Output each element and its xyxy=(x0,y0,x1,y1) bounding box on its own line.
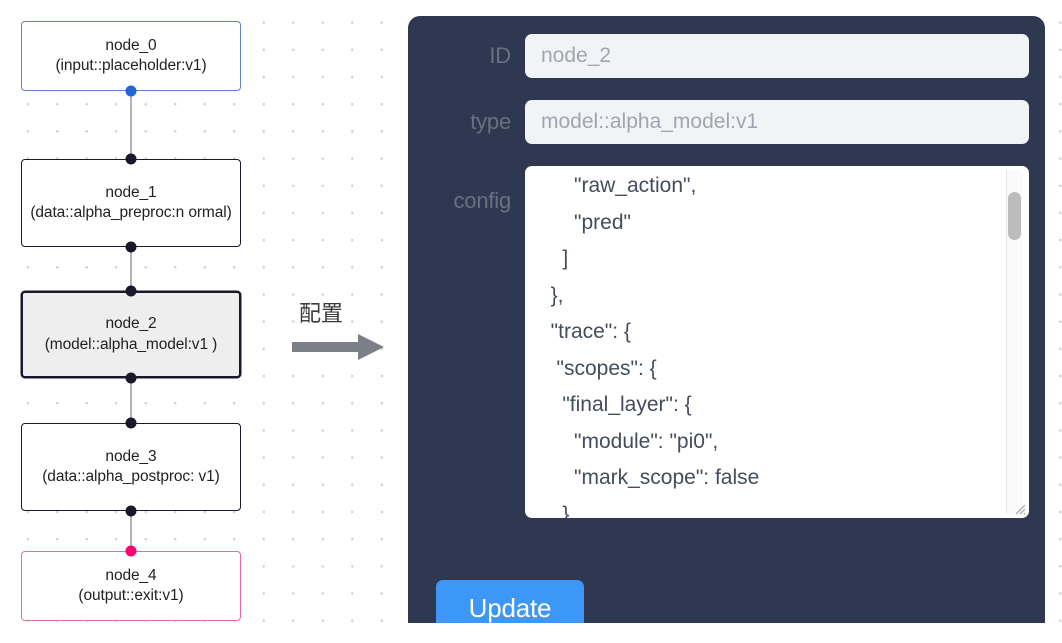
node-subtitle: (data::alpha_preproc:n ormal) xyxy=(30,204,232,221)
edge-node3-node4 xyxy=(130,511,132,551)
graph-node-node_0[interactable]: node_0 (input::placeholder:v1) xyxy=(21,21,241,91)
handle-source-node_0[interactable] xyxy=(125,85,137,97)
handle-target-node_2[interactable] xyxy=(125,285,137,297)
transition-arrow-group: 配置 xyxy=(292,296,392,366)
field-row-type: type xyxy=(408,100,1029,144)
handle-source-node_1[interactable] xyxy=(125,241,137,253)
graph-node-node_3[interactable]: node_3 (data::alpha_postproc: v1) xyxy=(21,423,241,511)
edge-node0-node1 xyxy=(130,91,132,159)
node-title: node_0 xyxy=(105,36,157,54)
edge-node2-node3 xyxy=(130,377,132,422)
node-subtitle: (data::alpha_postproc: v1) xyxy=(42,468,220,485)
update-button[interactable]: Update xyxy=(436,580,584,623)
node-title: node_3 xyxy=(105,447,157,465)
arrow-caption: 配置 xyxy=(299,302,344,327)
node-config-panel: ID type config "raw_action", "pred" ] },… xyxy=(408,16,1045,623)
node-title: node_2 xyxy=(105,315,157,333)
config-scrollbar-track[interactable] xyxy=(1006,170,1023,514)
graph-node-node_4[interactable]: node_4 (output::exit:v1) xyxy=(21,551,241,621)
id-label: ID xyxy=(489,43,511,68)
handle-target-node_3[interactable] xyxy=(125,417,137,429)
node-subtitle: (output::exit:v1) xyxy=(78,587,184,604)
edge-node1-node2 xyxy=(130,247,132,292)
config-label: config xyxy=(453,188,511,213)
graph-node-node_2[interactable]: node_2 (model::alpha_model:v1 ) xyxy=(21,291,241,378)
field-row-id: ID xyxy=(408,34,1029,78)
right-arrow-icon xyxy=(292,334,384,360)
node-subtitle: (input::placeholder:v1) xyxy=(55,57,207,74)
id-input[interactable] xyxy=(525,34,1029,78)
node-title: node_4 xyxy=(105,566,157,584)
node-subtitle: (model::alpha_model:v1 ) xyxy=(44,335,218,353)
field-row-config: config "raw_action", "pred" ] }, "trace"… xyxy=(408,166,1029,518)
handle-source-node_2[interactable] xyxy=(125,372,137,384)
handle-target-node_4[interactable] xyxy=(125,545,137,557)
config-textarea[interactable]: "raw_action", "pred" ] }, "trace": { "sc… xyxy=(525,166,1029,518)
handle-target-node_1[interactable] xyxy=(125,153,137,165)
node-title: node_1 xyxy=(105,183,157,201)
config-scrollbar-thumb[interactable] xyxy=(1008,192,1021,240)
type-label: type xyxy=(470,109,511,134)
handle-source-node_3[interactable] xyxy=(125,505,137,517)
resize-handle-icon[interactable] xyxy=(1012,501,1026,515)
type-input[interactable] xyxy=(525,100,1029,144)
config-textarea-wrapper: "raw_action", "pred" ] }, "trace": { "sc… xyxy=(525,166,1029,518)
graph-node-node_1[interactable]: node_1 (data::alpha_preproc:n ormal) xyxy=(21,159,241,247)
